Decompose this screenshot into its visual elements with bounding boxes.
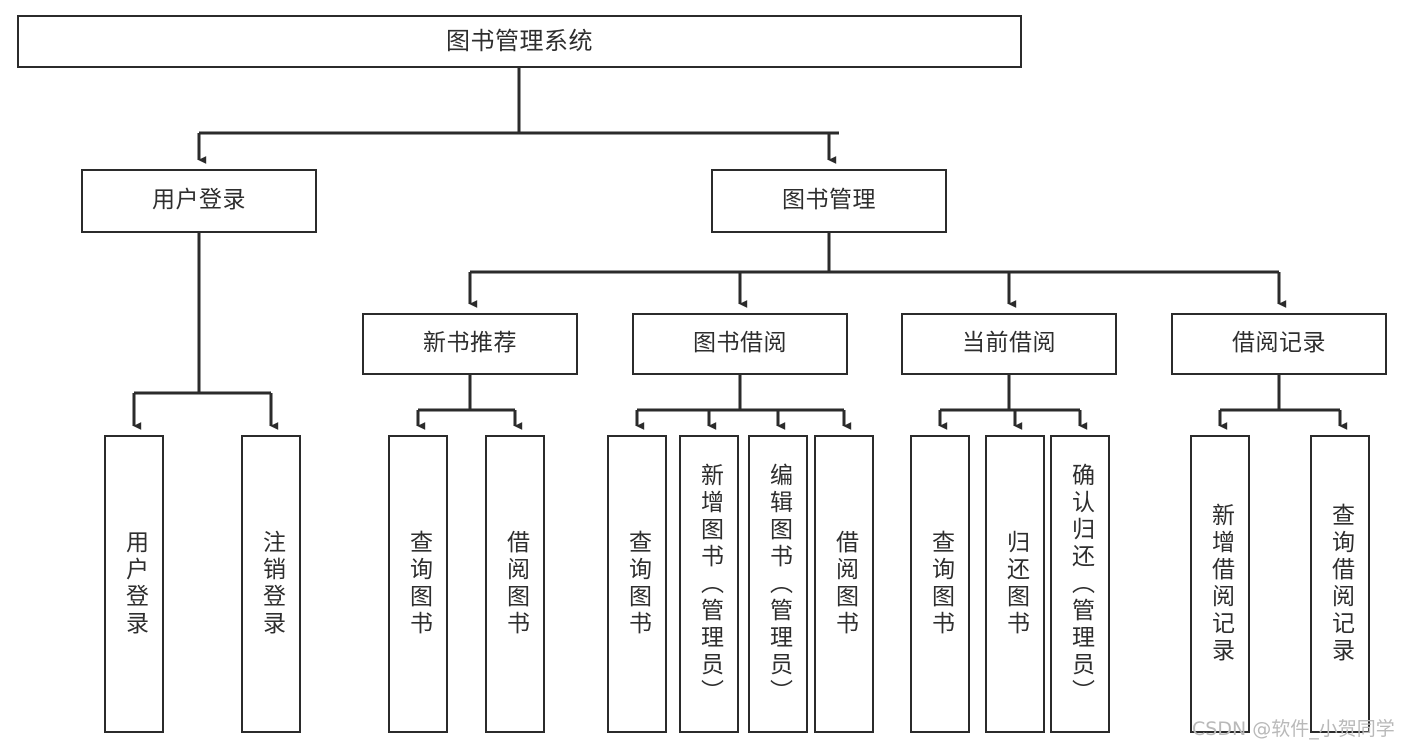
- node-borrow-record[interactable]: 借阅记录: [1171, 313, 1387, 375]
- node-label: 查询图书: [624, 530, 651, 638]
- node-label: 归还图书: [1002, 530, 1029, 638]
- node-label: 当前借阅: [962, 330, 1056, 357]
- node-book-manage[interactable]: 图书管理: [711, 169, 947, 233]
- node-label: 新增图书（管理员）: [696, 462, 723, 706]
- node-label: 注销登录: [258, 530, 285, 638]
- node-label: 图书管理: [782, 187, 876, 214]
- node-leaf-logout[interactable]: 注销登录: [241, 435, 301, 733]
- node-leaf-borrow-book-2[interactable]: 借阅图书: [814, 435, 874, 733]
- node-current-borrow[interactable]: 当前借阅: [901, 313, 1117, 375]
- node-book-borrow[interactable]: 图书借阅: [632, 313, 848, 375]
- node-label: 借阅图书: [502, 530, 529, 638]
- node-label: 借阅图书: [831, 530, 858, 638]
- csdn-watermark: CSDN @软件_小贺同学: [1192, 718, 1395, 740]
- node-label: 图书管理系统: [446, 27, 593, 56]
- node-leaf-query-record[interactable]: 查询借阅记录: [1310, 435, 1370, 733]
- node-label: 用户登录: [121, 530, 148, 638]
- node-leaf-query-book-2[interactable]: 查询图书: [607, 435, 667, 733]
- node-root-system[interactable]: 图书管理系统: [17, 15, 1022, 68]
- node-leaf-return-book[interactable]: 归还图书: [985, 435, 1045, 733]
- node-leaf-add-record[interactable]: 新增借阅记录: [1190, 435, 1250, 733]
- node-new-book-recommend[interactable]: 新书推荐: [362, 313, 578, 375]
- node-leaf-edit-book-admin[interactable]: 编辑图书（管理员）: [748, 435, 808, 733]
- node-label: 借阅记录: [1232, 330, 1326, 357]
- node-user-login[interactable]: 用户登录: [81, 169, 317, 233]
- node-leaf-query-book-1[interactable]: 查询图书: [388, 435, 448, 733]
- node-label: 新书推荐: [423, 330, 517, 357]
- node-leaf-user-login[interactable]: 用户登录: [104, 435, 164, 733]
- node-leaf-borrow-book-1[interactable]: 借阅图书: [485, 435, 545, 733]
- node-leaf-query-book-3[interactable]: 查询图书: [910, 435, 970, 733]
- node-label: 确认归还（管理员）: [1067, 462, 1094, 706]
- node-label: 查询图书: [927, 530, 954, 638]
- node-label: 新增借阅记录: [1207, 503, 1234, 665]
- node-label: 查询图书: [405, 530, 432, 638]
- node-label: 查询借阅记录: [1327, 503, 1354, 665]
- node-leaf-confirm-return-admin[interactable]: 确认归还（管理员）: [1050, 435, 1110, 733]
- node-label: 用户登录: [152, 187, 246, 214]
- node-leaf-add-book-admin[interactable]: 新增图书（管理员）: [679, 435, 739, 733]
- node-label: 图书借阅: [693, 330, 787, 357]
- node-label: 编辑图书（管理员）: [765, 462, 792, 706]
